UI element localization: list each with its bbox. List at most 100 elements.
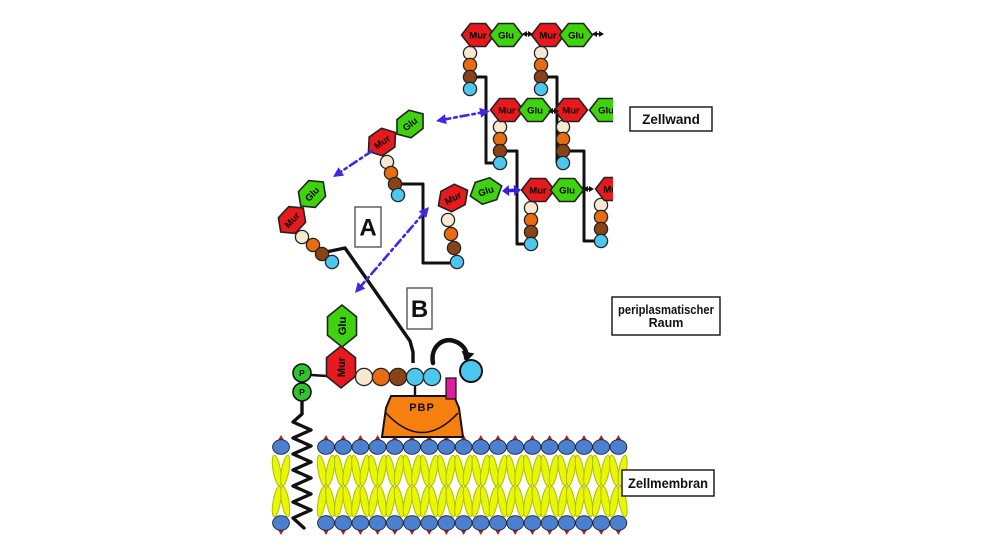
peptide-bead-blue xyxy=(593,233,609,249)
peptide-bead-beige xyxy=(440,212,456,228)
lipid-head xyxy=(489,515,507,531)
lipid-head xyxy=(420,515,439,531)
peptide-bead-beige xyxy=(462,45,478,61)
transglycosylation-bond-arrow-head xyxy=(513,184,521,196)
lipid-head xyxy=(454,515,473,531)
lipid-column xyxy=(609,435,628,535)
step-a-box: A xyxy=(354,206,382,248)
lipid-tail xyxy=(402,485,413,518)
lipid-head xyxy=(368,439,387,455)
lipid-head xyxy=(334,439,353,455)
peptide-bead-blue xyxy=(422,367,442,387)
glu-hexagon-label: Glu xyxy=(559,185,575,196)
lipid-tail xyxy=(471,485,482,518)
lipid-tail xyxy=(342,485,353,518)
lipid-head xyxy=(272,515,290,531)
flow-dashdot-arrow-head xyxy=(418,207,429,218)
mur-hexagon-shape xyxy=(277,205,307,235)
lipid-head xyxy=(334,515,353,531)
phosphate-label: P xyxy=(299,368,305,378)
lipid-head xyxy=(403,515,421,531)
mur-hexagon: Mur xyxy=(277,205,307,235)
peptide-bead-brown xyxy=(462,69,478,85)
phosphate-circle xyxy=(292,382,312,402)
mur-hexagon-label: Mur xyxy=(562,105,580,116)
peptide-bead-brown xyxy=(555,143,571,159)
lipid-head xyxy=(420,439,439,455)
glu-hexagon: Glu xyxy=(297,179,327,209)
glycan-bond-double-arrow-head xyxy=(522,31,527,37)
peptide-bead-brown xyxy=(388,367,408,387)
lipid-tail xyxy=(359,485,370,518)
peptide-bead-blue xyxy=(523,236,539,252)
lipid-head xyxy=(609,439,628,455)
glycan-bond-double-arrow-head xyxy=(548,108,553,114)
lipid-tail xyxy=(523,485,534,518)
glycan-bond-double-arrow-head xyxy=(599,31,604,37)
periplasm-label-box-frame xyxy=(611,296,721,336)
lipid-head xyxy=(523,439,542,455)
lipid-tail xyxy=(488,485,499,518)
glu-hexagon: Glu xyxy=(396,109,424,139)
lipid-tail xyxy=(462,485,473,518)
peptide-bead-brown xyxy=(593,221,609,237)
lipid-tail xyxy=(385,485,396,518)
step-b-box-frame xyxy=(406,287,433,330)
glu-hexagon: Glu xyxy=(488,22,524,48)
lipid-column xyxy=(591,435,611,535)
crosslink-bracket xyxy=(399,182,450,265)
lipid-column xyxy=(316,435,336,535)
lipid-head xyxy=(385,439,404,455)
pbp-active-site-bar xyxy=(445,377,457,400)
periplasm-label-box-text: Raum xyxy=(649,316,684,330)
glu-hexagon-shape xyxy=(396,109,424,139)
lipid-tail xyxy=(583,485,594,518)
lipid-tail xyxy=(548,485,559,518)
glu-hexagon: Glu xyxy=(517,97,553,123)
lipid-head xyxy=(403,439,421,455)
lipid-column xyxy=(471,435,491,535)
lipid-tail xyxy=(531,485,542,518)
lipid-column xyxy=(488,435,508,535)
mur-hexagon: Mur xyxy=(594,176,613,202)
lipid-column xyxy=(523,435,542,535)
lipid-tail xyxy=(368,485,379,518)
lipid-tail xyxy=(557,485,568,518)
lipid-head xyxy=(575,515,593,531)
lipid-column xyxy=(437,435,456,535)
glu-hexagon-label: Glu xyxy=(498,30,514,41)
glycan-bond-double-arrow-head xyxy=(528,31,533,37)
lipid-tail xyxy=(617,485,628,518)
lipid-tail xyxy=(445,485,456,518)
crosslink-bracket xyxy=(569,149,594,243)
lipid-tail xyxy=(271,485,282,518)
peptide-bead-blue xyxy=(449,254,465,270)
lipid-tail xyxy=(419,485,431,518)
lipid-tail xyxy=(437,485,448,518)
bactoprenol-carrier-zigzag xyxy=(291,398,313,530)
peptide-bead-beige xyxy=(523,200,539,216)
glu-hexagon-shape xyxy=(549,177,585,203)
lipid-column xyxy=(271,435,291,535)
lipid-head xyxy=(506,439,525,455)
glu-hexagon: Glu xyxy=(558,22,594,48)
glu-hexagon-label: Glu xyxy=(477,184,496,199)
lipid-column xyxy=(557,435,577,535)
zellwand-label-box-text: Zellwand xyxy=(642,112,700,127)
cell-membrane xyxy=(271,435,628,535)
lipid-head xyxy=(454,439,473,455)
lipid-head xyxy=(437,439,456,455)
lipid-head xyxy=(351,515,370,531)
lipid-head xyxy=(471,515,490,531)
peptide-bead-brown xyxy=(314,246,330,262)
peptide-bead-orange xyxy=(523,212,539,228)
lipid-tail xyxy=(505,485,517,518)
lipid-head xyxy=(272,439,290,455)
zellwand-label-box: Zellwand xyxy=(629,106,713,132)
peptide-bead-beige xyxy=(492,119,508,135)
phosphate-link xyxy=(310,373,328,378)
mur-hexagon-shape xyxy=(325,344,357,390)
lipid-head xyxy=(540,515,559,531)
periplasm-label-box-text: periplasmatischer xyxy=(618,303,714,317)
lipid-tail xyxy=(325,485,336,518)
